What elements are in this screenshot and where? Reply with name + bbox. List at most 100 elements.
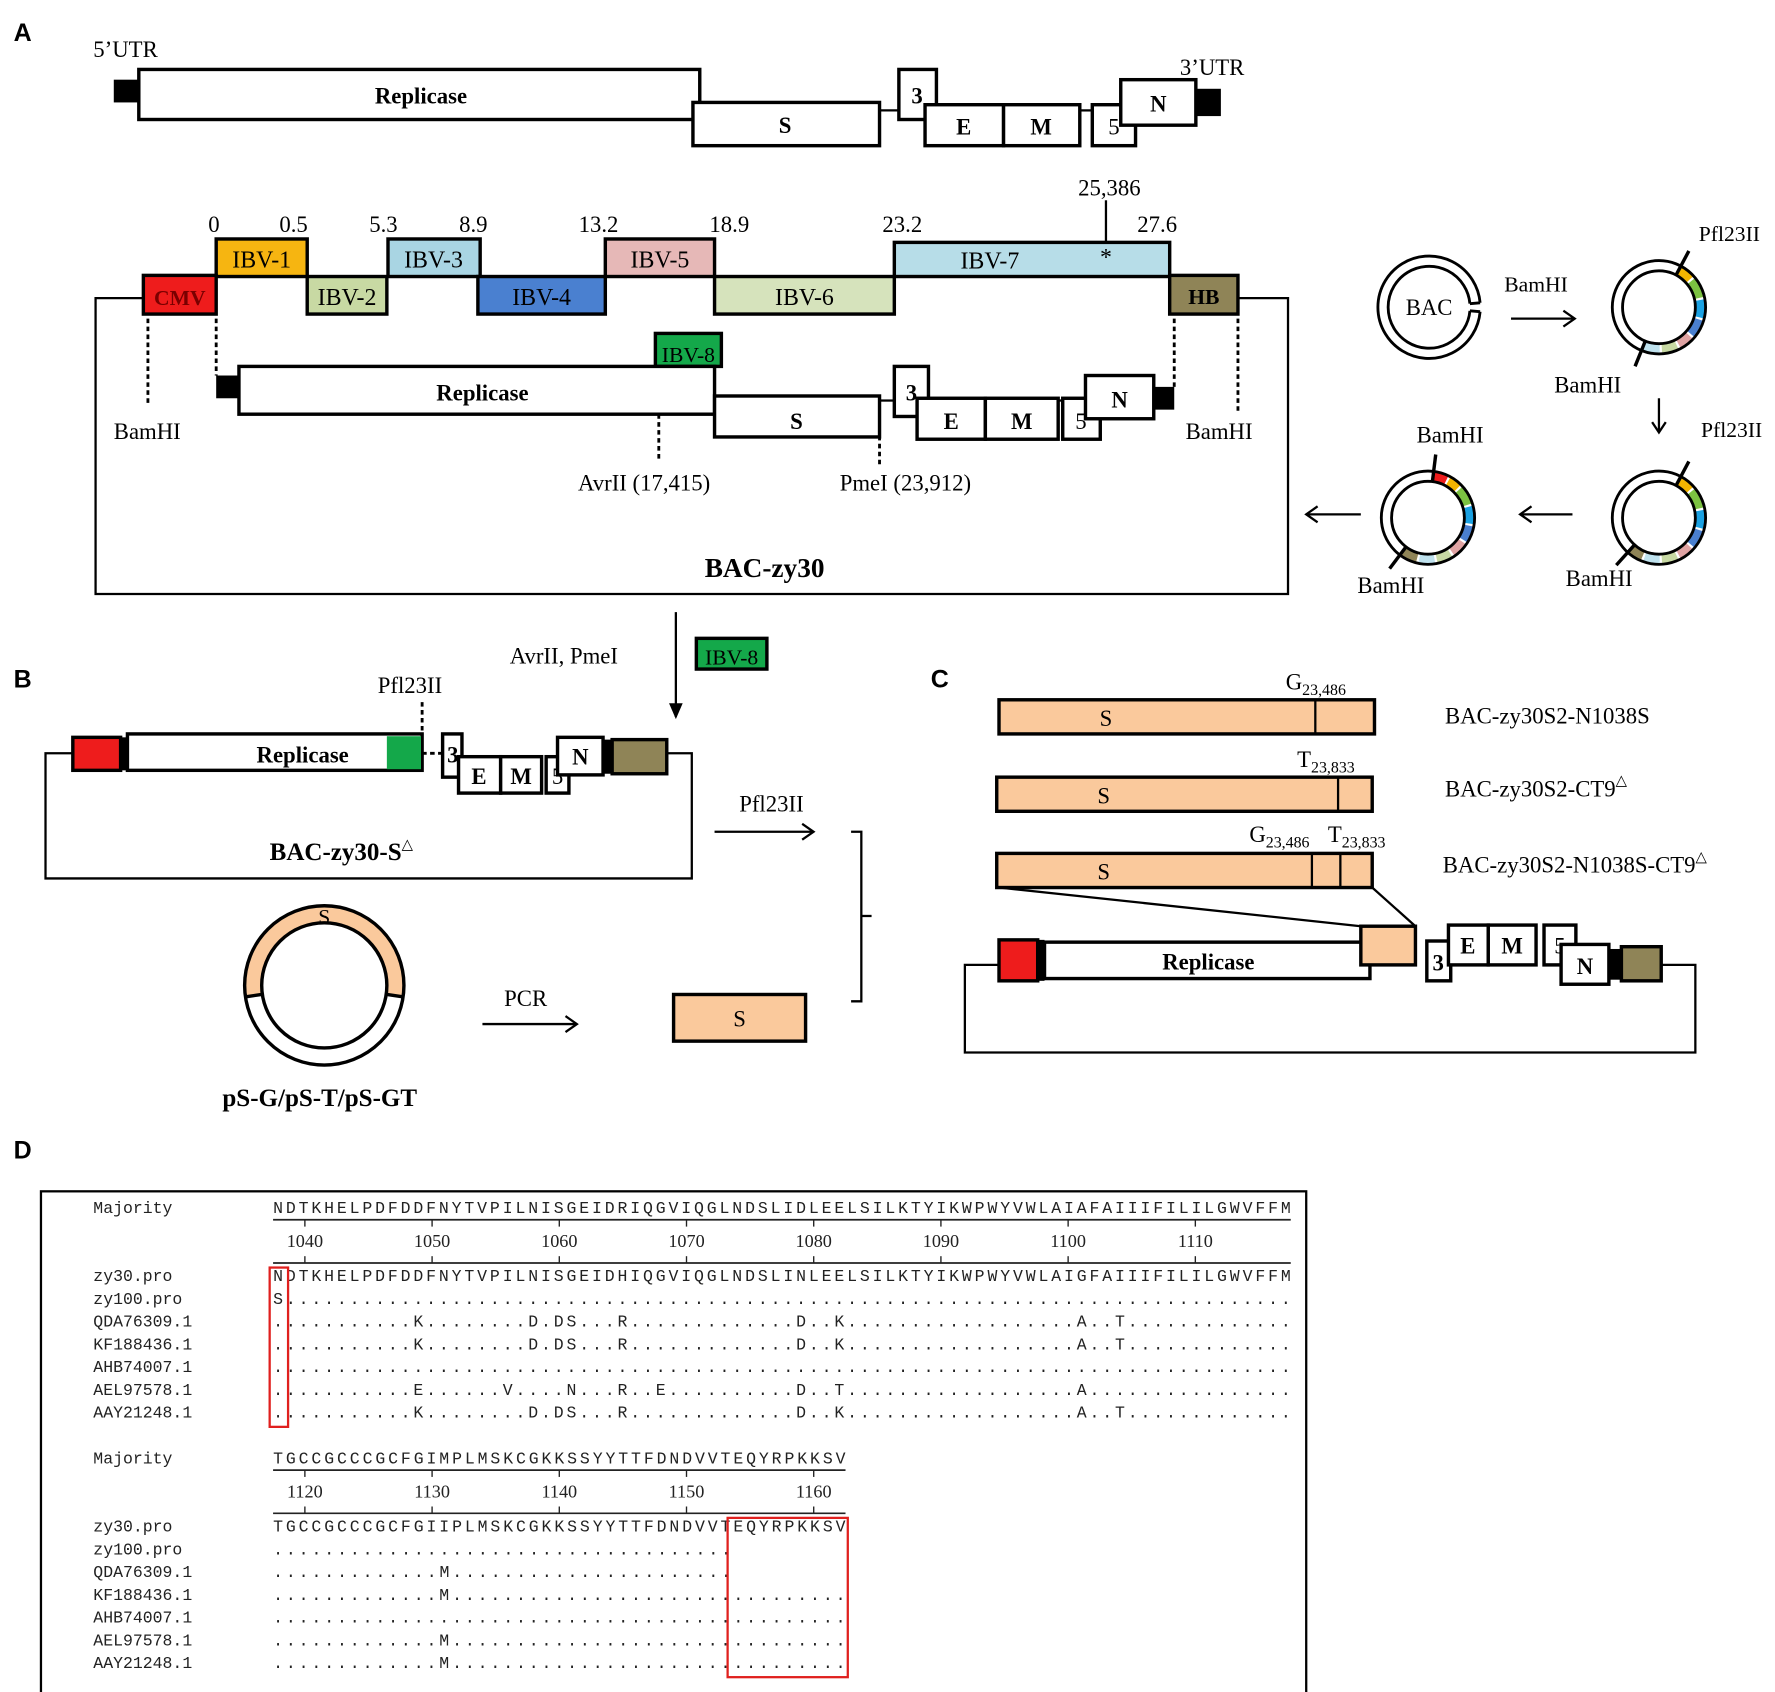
bac-genome-map: IBV-8 Replicase S 3 E M 5 N [216,331,1175,441]
bamhi-label: BamHI [1417,423,1484,448]
fragment-ibv-1-label: IBV-1 [232,247,291,273]
bamhi-label: BamHI [1357,573,1424,598]
gene-n [1119,77,1198,127]
gene-3-label: 3 [906,381,917,406]
sequence-name: zy30.pro [93,1518,172,1537]
gene-3-label: 3 [447,742,458,767]
mutation-marker: * [1100,245,1112,271]
sequence-name: QDA76309.1 [93,1313,192,1332]
position-label: 1070 [668,1231,704,1251]
fragment-segment [1661,551,1679,564]
fragment-ibv-4-label: IBV-4 [512,285,571,311]
gene-m [1486,923,1538,967]
aligned-sequence: .............M..........................… [273,1586,845,1605]
gene-replicase [237,364,717,416]
sequence-name: zy30.pro [93,1267,172,1286]
gene-e-label: E [956,114,971,139]
arrow-head [1651,421,1667,435]
mutation-position: 25,386 [1078,176,1141,201]
coord: 0 [208,212,219,237]
sequence-name: zy100.pro [93,1290,182,1309]
majority-label: Majority [93,1449,172,1468]
coord: 8.9 [459,212,487,237]
position-label: 1130 [414,1481,450,1501]
position-label: 1040 [287,1231,323,1251]
ibv8-transfer: AvrII, PmeI IBV-8 [510,612,769,720]
bac-vector-circle [1376,254,1482,360]
construct-name: BAC-zy30S2-CT9△ [1445,773,1628,801]
genome-coordinates: 0 0.5 5.3 8.9 13.2 18.9 23.2 27.6 25,386 [208,176,1177,237]
mutation-label: T23,833 [1328,822,1386,852]
fragment-segment [1661,340,1679,354]
mutation-label: T23,833 [1297,747,1355,777]
hb-element [1619,944,1663,983]
position-label: 1100 [1050,1231,1086,1251]
utr5-block [113,79,139,103]
fragment-ibv-7 [892,240,1172,279]
cloning-strategy: BAC BamHI Pfl23II BamHI Pfl23II BamHI Ba… [1304,222,1762,598]
coord: 0.5 [279,212,307,237]
fragment-ibv-5 [603,237,717,279]
s-fragment-label: S [733,1006,746,1031]
fragments: IBV-1 IBV-2 IBV-3 IBV-4 IBV-5 IBV-6 IBV-… [141,237,1240,316]
position-label: 1060 [541,1231,577,1251]
ibv-8-region [386,736,421,770]
hb-element [610,737,669,776]
coord: 27.6 [1137,212,1177,237]
cmv-promoter [71,735,123,773]
pfl23ii-arrow-label: Pfl23II [739,791,803,816]
gene-3-label: 3 [1433,951,1444,976]
bamhi-label: BamHI [1566,566,1633,591]
fragment-ibv-8 [653,331,724,369]
fragment-ibv-8-label: IBV-8 [662,343,715,367]
s-pcr-fragment [671,992,808,1043]
coord: 5.3 [369,212,397,237]
gene-s [691,100,882,148]
fragment-segment [1694,509,1706,529]
bac-zy30-label: BAC-zy30 [705,553,825,583]
utr3-block [1153,386,1175,410]
hb-element [1167,273,1240,316]
position-label: 1080 [796,1231,832,1251]
construct-name: BAC-zy30S2-N1038S [1445,704,1650,729]
panel-a: A 5’UTR 3’UTR Replicase S 3 E M 5 N 0 [14,19,1763,598]
s-bar-label: S [1100,706,1113,731]
coord: 18.9 [709,212,749,237]
gene-n-label: N [572,745,589,770]
position-label: 1150 [669,1481,705,1501]
bac-label: BAC [1406,295,1453,320]
aligned-sequence: .............M..........................… [273,1631,845,1650]
gene-s-label: S [779,113,792,138]
gene-5-label: 5 [1108,114,1119,139]
panel-b: B Pfl23II Replicase 3 E M 5 N BAC-zy30-S… [14,665,872,1112]
pfl23ii-label: Pfl23II [1701,418,1762,442]
alignment-frame [39,1190,1308,1692]
plasmids-label: pS-G/pS-T/pS-GT [222,1085,417,1112]
cmv-label: CMV [154,286,206,310]
sequence-name: AAY21248.1 [93,1654,192,1673]
pmei-site-label: PmeI (23,912) [840,470,971,495]
majority-label: Majority [93,1199,172,1218]
bracket [851,830,863,1003]
gene-s-label: S [790,409,803,434]
gene-e [1446,923,1490,967]
position-label: 1160 [796,1481,832,1501]
fragment-segment [1643,552,1660,564]
gene-e [915,396,988,441]
position-label: 1090 [923,1231,959,1251]
utr3-label: 3’UTR [1180,55,1245,80]
gene-replicase-label: Replicase [375,84,467,109]
s-gene-bar [995,851,1374,890]
pcr-label: PCR [504,986,548,1011]
aligned-sequence: TGCCGCCCGCFGIIPLMSKCGKKSSYYTTFDNDVVTEQYR… [273,1518,846,1537]
bamhi-right-label: BamHI [1186,419,1253,444]
arrow-head [1518,505,1533,524]
panel-d-label: D [14,1136,32,1164]
fragment-segment [1445,477,1461,492]
sequence-name: KF188436.1 [93,1335,192,1354]
gene-m-label: M [1030,114,1051,139]
aligned-sequence: .............M..........................… [273,1654,845,1673]
position-label: 1140 [541,1481,577,1501]
gene-m-label: M [1011,409,1032,434]
fragment-ibv-1 [214,237,309,279]
